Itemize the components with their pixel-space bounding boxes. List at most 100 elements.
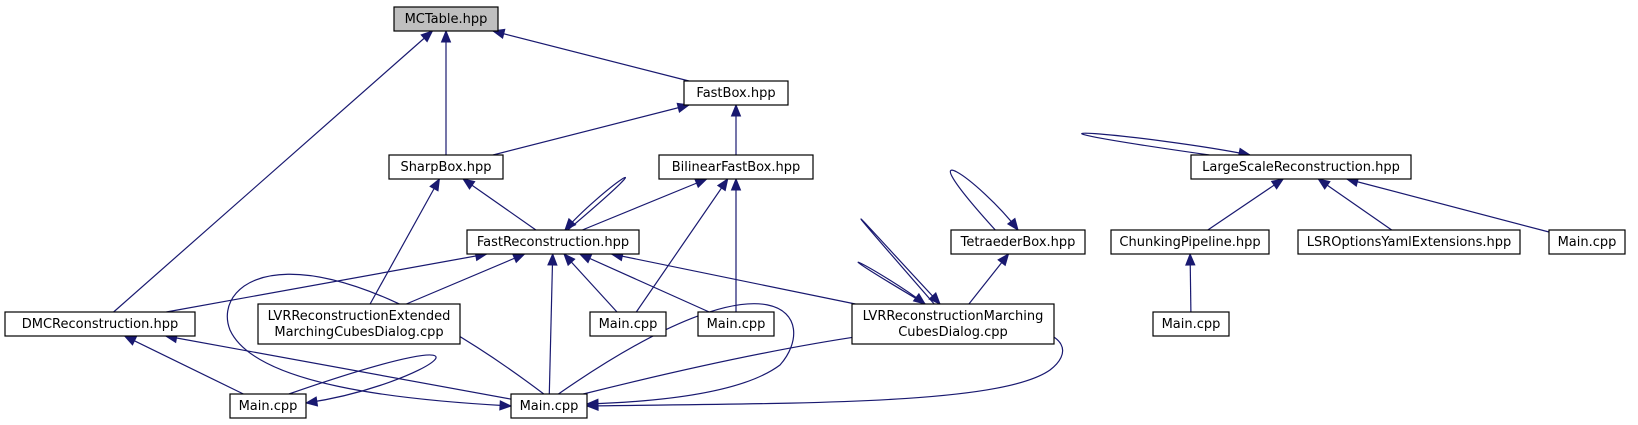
node-box [697,311,775,337]
edge-line [1081,132,1251,156]
node-chunking[interactable]: ChunkingPipeline.hpp [1110,229,1270,255]
edge-sharpbox-to-main_d [226,273,545,411]
node-box [388,154,504,180]
node-box [466,229,640,255]
node-main_ls[interactable]: Main.cpp [1548,229,1626,255]
node-lvrext[interactable]: LVRReconstructionExtendedMarchingCubesDi… [257,303,461,345]
edge-line [611,253,856,305]
node-label: SharpBox.hpp [400,160,491,175]
node-label: LVRReconstructionMarching [863,309,1044,324]
arrowhead-icon [928,292,941,305]
edge-mctable-to-fastbox [491,28,690,82]
arrowhead-icon [420,30,434,43]
edge-line [548,253,554,395]
node-box [950,229,1086,255]
arrowhead-icon [564,217,577,231]
edge-line [492,104,690,156]
edge-line [226,273,545,407]
node-label: Main.cpp [520,399,579,414]
edge-sharpbox-to-fastrecon [462,178,537,231]
arrowhead-icon [123,335,138,346]
arrowhead-icon [912,292,927,305]
node-box [658,154,814,180]
edge-fastrecon-to-dmc [166,250,488,313]
arrowhead-icon [730,177,742,191]
arrowhead-icon [499,400,513,411]
edge-fastrecon-to-main_d [547,252,558,395]
node-box [683,80,789,106]
edge-fastrecon-to-lvrext [406,253,526,305]
node-label: Main.cpp [599,317,658,332]
arrowhead-icon [563,253,576,267]
edge-bilinear-to-fastrecon [582,178,708,231]
edge-fastbox-to-bilinear [730,103,742,155]
edge-bilinear-to-main_a [635,177,729,313]
node-fastrecon[interactable]: FastReconstruction.hpp [466,229,640,255]
edge-line [949,169,1019,231]
edge-line [635,178,729,313]
edge-line [113,30,433,313]
edge-line [462,178,537,231]
node-label: FastReconstruction.hpp [477,235,629,250]
edge-line [1317,178,1393,231]
arrowhead-icon [585,400,599,412]
node-label: LSROptionsYamlExtensions.hpp [1307,235,1512,250]
arrowhead-icon [440,29,452,43]
edge-line [563,253,618,313]
node-box [1152,311,1230,337]
arrowhead-icon [1270,178,1285,190]
edge-mctable-to-dmc [113,30,434,313]
node-box [589,311,667,337]
node-main_chunk[interactable]: Main.cpp [1152,311,1230,337]
edge-largescale-to-chunking [1207,178,1285,231]
node-label: TetraederBox.hpp [960,235,1076,250]
node-dmc[interactable]: DMCReconstruction.hpp [4,311,196,337]
node-fastbox[interactable]: FastBox.hpp [683,80,789,106]
node-lsroptions[interactable]: LSROptionsYamlExtensions.hpp [1297,229,1521,255]
edge-fastrecon-to-main_c [288,354,437,407]
edge-line [166,253,487,313]
edge-fastbox-to-largescale [1081,132,1252,158]
node-tetraeder[interactable]: TetraederBox.hpp [950,229,1086,255]
edge-line [1207,178,1284,231]
node-label: Main.cpp [239,399,298,414]
edge-line [860,218,941,305]
arrowhead-icon [511,253,526,264]
arrowhead-icon [694,178,708,189]
node-box [229,393,307,419]
edge-line [492,30,690,82]
edge-line [579,253,710,313]
node-label: Main.cpp [707,317,766,332]
edge-line [369,178,440,305]
edge-sharpbox-to-lvrext [369,177,441,305]
edge-line [564,176,627,231]
node-box [4,311,196,337]
node-largescale[interactable]: LargeScaleReconstruction.hpp [1190,154,1412,180]
node-label: MCTable.hpp [405,12,488,27]
edge-largescale-to-lsroptions [1317,178,1393,231]
edge-fastbox-to-tetraeder [949,169,1019,232]
edge-fastbox-to-sharpbox [492,102,691,156]
node-main_c[interactable]: Main.cpp [229,393,307,419]
node-bilinear[interactable]: BilinearFastBox.hpp [658,154,814,180]
edge-line [165,335,512,400]
node-main_d[interactable]: Main.cpp [510,393,588,419]
node-main_b[interactable]: Main.cpp [697,311,775,337]
node-box [851,303,1055,345]
arrowhead-icon [730,103,742,117]
edge-fastrecon-to-main_b [578,253,710,313]
arrowhead-icon [462,178,476,190]
edge-line [1346,178,1550,233]
node-sharpbox[interactable]: SharpBox.hpp [388,154,504,180]
node-label: FastBox.hpp [696,86,775,101]
arrowhead-icon [997,252,1010,267]
node-main_a[interactable]: Main.cpp [589,311,667,337]
edge-fastrecon-to-lvrmc [610,251,856,305]
node-mctable: MCTable.hpp [393,6,499,32]
node-box [1110,229,1270,255]
edge-line [406,253,525,305]
node-box [1297,229,1521,255]
